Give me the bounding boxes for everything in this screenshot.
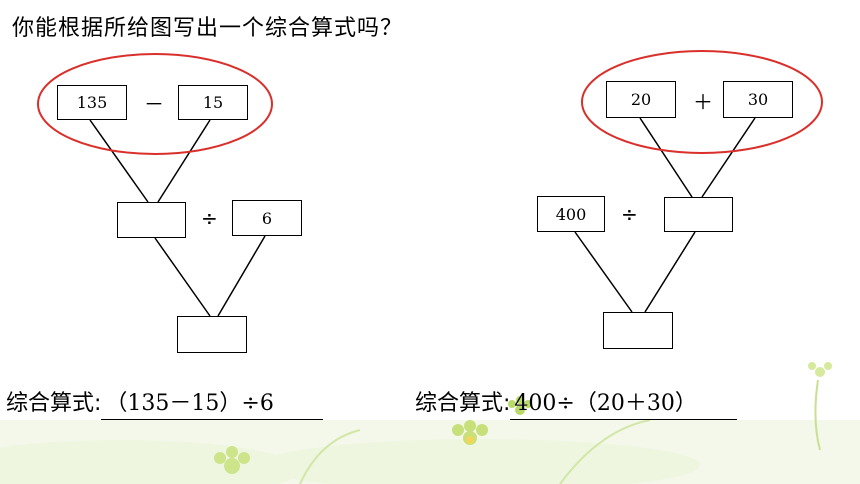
flower-icon <box>808 362 832 451</box>
left-mid-left-box <box>117 202 186 238</box>
right-top-right-box: 30 <box>723 81 793 118</box>
right-top-left-box: 20 <box>606 81 676 118</box>
left-answer: 综合算式:（135－15）÷6 <box>6 385 324 420</box>
question-text: 你能根据所给图写出一个综合算式吗？ <box>12 16 404 41</box>
left-bottom-box <box>177 316 247 353</box>
left-mid-right-box: 6 <box>232 200 302 236</box>
flower-icon <box>214 446 250 474</box>
highlight-ellipse-right <box>581 50 823 154</box>
left-top-right-box: 15 <box>178 85 248 120</box>
right-answer-label: 综合算式: <box>415 391 511 416</box>
right-answer: 综合算式:400÷（20＋30） <box>415 385 738 420</box>
right-mid-right-box <box>664 197 733 232</box>
vine-decoration <box>299 429 361 484</box>
flower-icon <box>508 396 532 415</box>
vine-decoration <box>559 419 651 484</box>
right-mid-left-box: 400 <box>537 196 605 232</box>
highlight-ellipse-left <box>37 53 273 155</box>
left-mid-operator: ÷ <box>201 206 218 230</box>
right-top-operator: ＋ <box>693 90 713 114</box>
left-answer-expression: （135－15）÷6 <box>101 385 324 420</box>
right-mid-operator: ÷ <box>621 202 638 226</box>
right-bottom-box <box>603 312 673 349</box>
right-answer-expression: 400÷（20＋30） <box>510 385 738 420</box>
left-top-left-box: 135 <box>57 85 127 120</box>
left-answer-label: 综合算式: <box>6 391 102 416</box>
flower-icon <box>452 420 488 445</box>
left-top-operator: － <box>144 92 164 116</box>
